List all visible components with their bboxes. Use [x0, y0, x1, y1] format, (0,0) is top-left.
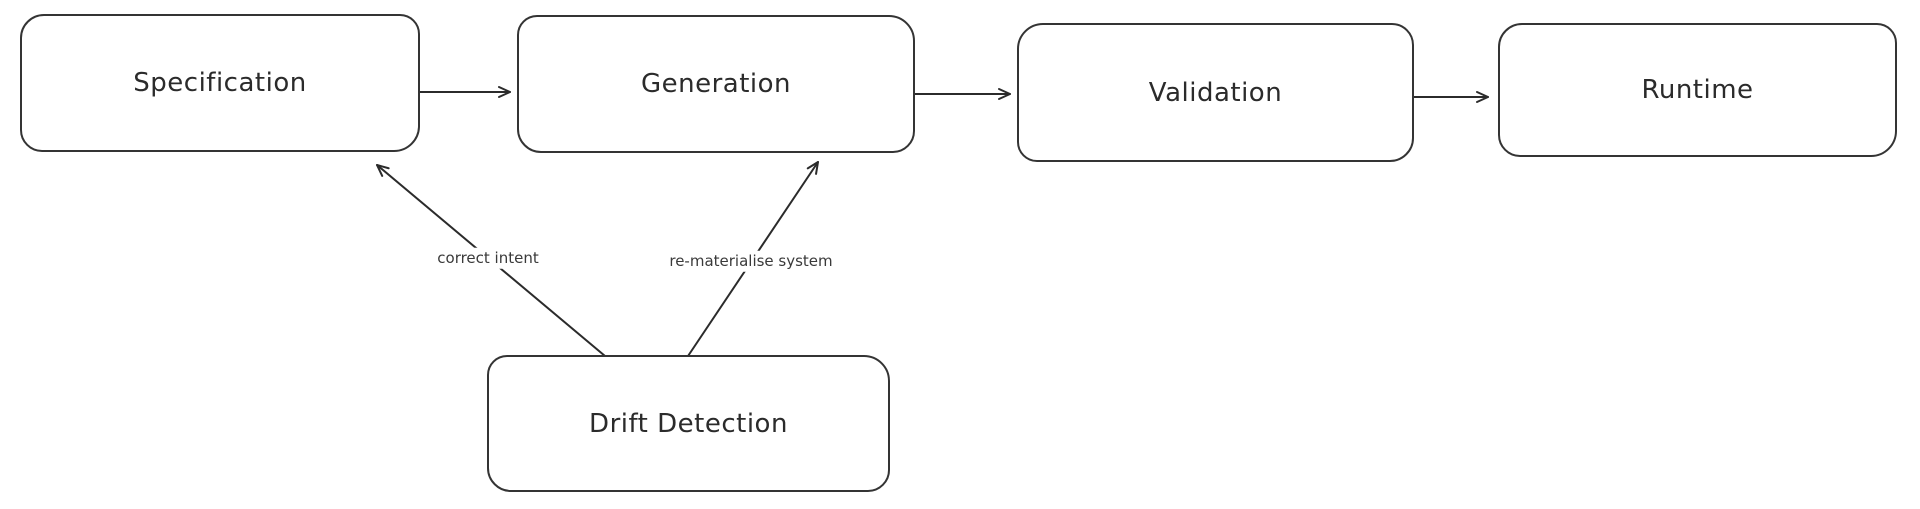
node-validation[interactable]: Validation: [1017, 23, 1414, 162]
node-generation-label: Generation: [640, 69, 792, 99]
node-specification-label: Specification: [133, 68, 307, 98]
edge-label-correct-intent: correct intent: [431, 247, 545, 269]
edge-label-re-materialise-system: re-materialise system: [663, 250, 839, 272]
node-drift-detection[interactable]: Drift Detection: [487, 355, 890, 492]
node-validation-label: Validation: [1148, 77, 1283, 108]
node-runtime-label: Runtime: [1641, 75, 1754, 105]
node-specification[interactable]: Specification: [20, 14, 420, 152]
node-drift-detection-label: Drift Detection: [589, 408, 788, 439]
node-runtime[interactable]: Runtime: [1498, 23, 1897, 157]
node-generation[interactable]: Generation: [517, 15, 915, 153]
